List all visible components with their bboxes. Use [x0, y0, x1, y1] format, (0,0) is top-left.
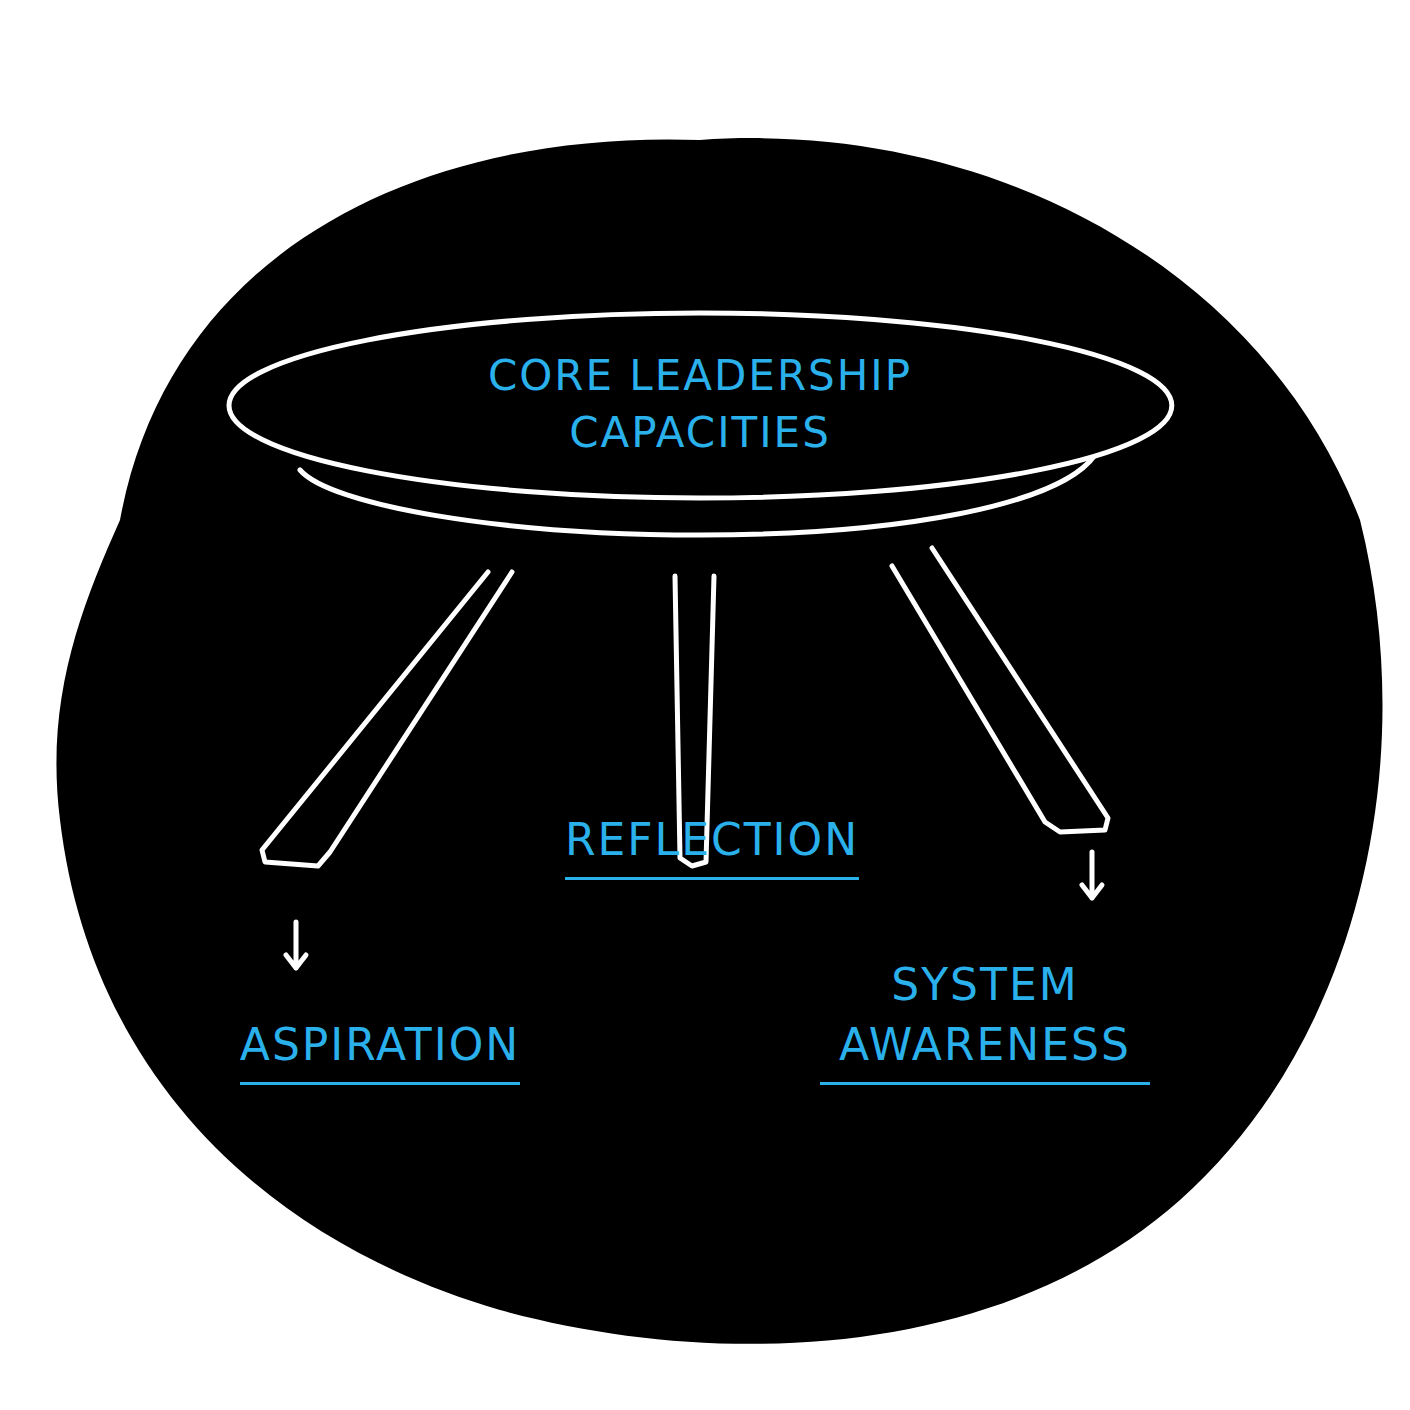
table-leg-left: [262, 572, 512, 866]
label-holder: ASPIRATION: [150, 1015, 610, 1085]
arrow-left: [286, 922, 306, 968]
table-top-ellipse: [229, 313, 1172, 498]
leg-label-aspiration: ASPIRATION: [240, 1015, 520, 1085]
table-leg-right: [892, 548, 1108, 832]
table-title: CORE LEADERSHIP CAPACITIES: [380, 348, 1020, 461]
leg-label-reflection: REFLECTION: [565, 810, 859, 880]
table-top: CORE LEADERSHIP CAPACITIES: [226, 310, 1175, 501]
arrow-right: [1082, 852, 1102, 898]
label-holder: REFLECTION: [482, 810, 942, 880]
label-holder: SYSTEM AWARENESS: [820, 955, 1150, 1085]
black-disc: [56, 138, 1382, 1344]
table-top-outline: [226, 310, 1175, 501]
leg-label-system-awareness: SYSTEM AWARENESS: [820, 955, 1150, 1085]
